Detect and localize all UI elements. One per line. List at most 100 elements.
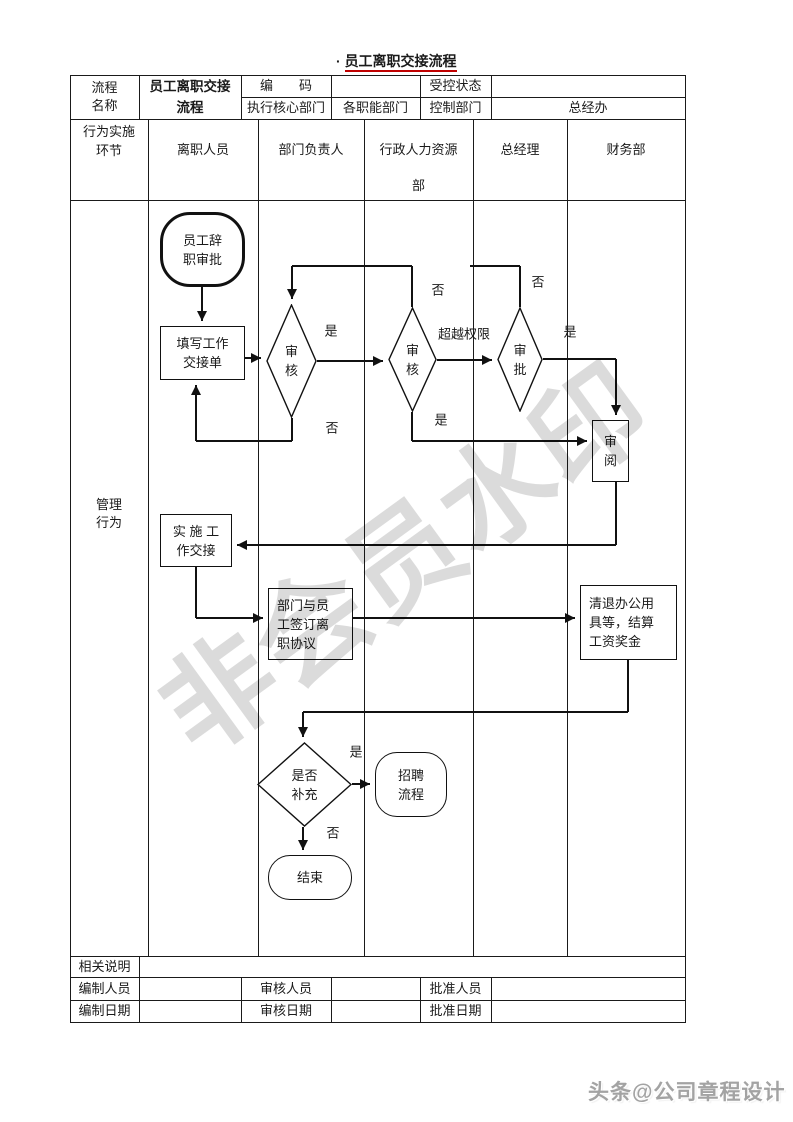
flow-edge-segment xyxy=(292,265,412,267)
flow-node-agreement: 部门与员 工签订离 职协议 xyxy=(268,588,353,660)
grid-line xyxy=(70,976,686,978)
flow-node-recruit: 招聘 流程 xyxy=(375,752,447,817)
edge-label-no2: 否 xyxy=(431,282,445,298)
cell-prepared-date-label: 编制日期 xyxy=(78,1003,131,1018)
cell-process-name-label: 流程 名称 xyxy=(91,80,118,113)
grid-line xyxy=(70,1021,686,1023)
flow-edge-segment xyxy=(411,412,413,441)
flow-edge-segment xyxy=(412,440,587,442)
grid-line xyxy=(419,977,421,1023)
grid-line xyxy=(70,74,686,76)
cell-approved-by-value xyxy=(491,977,685,1000)
flow-edge-arrowhead xyxy=(191,385,201,395)
flow-edge-segment xyxy=(302,712,304,737)
flow-edge-segment xyxy=(196,617,263,619)
cell-notes-label: 相关说明 xyxy=(78,958,131,974)
flow-edge-arrowhead xyxy=(611,405,621,415)
cell-prepared-by-label: 编制人员 xyxy=(78,980,131,996)
edge-label-yes1: 是 xyxy=(324,323,338,339)
cell-code-value xyxy=(331,75,420,97)
edge-label-no1: 否 xyxy=(325,420,339,436)
flow-node-start: 员工辞 职审批 xyxy=(160,212,245,287)
grid-line xyxy=(147,119,149,957)
lane-header-dept-manager: 部门负责人 xyxy=(278,142,344,157)
grid-line xyxy=(240,75,242,120)
cell-control-dept-value: 总经办 xyxy=(568,100,608,115)
cell-reviewed-date-label: 审核日期 xyxy=(259,1003,312,1018)
cell-reviewed-by-value xyxy=(331,977,420,1000)
grid-line xyxy=(490,977,492,1023)
grid-line xyxy=(566,119,568,957)
grid-line xyxy=(70,999,686,1001)
flow-edge-segment xyxy=(237,544,616,546)
title-text: 员工离职交接流程 xyxy=(344,53,457,72)
flow-node-review: 审 阅 xyxy=(592,420,629,482)
flow-edge-arrowhead xyxy=(237,540,247,550)
flow-edge-segment xyxy=(411,266,413,307)
lane-header-resigning-employee: 离职人员 xyxy=(176,142,229,157)
cell-prepared-by-value xyxy=(139,977,241,1000)
flow-edge-segment xyxy=(470,265,520,267)
flow-edge-arrowhead xyxy=(251,353,261,363)
grid-line xyxy=(241,96,686,98)
flow-edge-segment xyxy=(519,266,521,307)
flow-edge-segment xyxy=(627,660,629,712)
flow-node-label: 审 核 xyxy=(284,344,298,378)
flow-edge-segment xyxy=(543,358,616,360)
cell-action-stage-label: 行为实施 环节 xyxy=(82,124,135,158)
flow-edge-arrowhead xyxy=(287,289,297,299)
grid-line xyxy=(419,75,421,120)
flow-edge-segment xyxy=(195,567,197,618)
cell-reviewed-by-label: 审核人员 xyxy=(259,980,312,996)
cell-prepared-date-value xyxy=(139,1000,241,1022)
cell-management-action-label: 管理 行为 xyxy=(95,497,122,530)
flow-node-label: 审 核 xyxy=(405,342,419,377)
title-bullet: · xyxy=(336,53,345,69)
grid-line xyxy=(490,75,492,120)
grid-line xyxy=(70,955,686,957)
grid-line xyxy=(330,977,332,1023)
lane-header-general-manager: 总经理 xyxy=(500,142,540,157)
grid-line xyxy=(330,75,332,120)
lane-header-finance-dept: 财务部 xyxy=(606,142,646,157)
flow-edge-arrowhead xyxy=(482,355,492,365)
flow-edge-segment xyxy=(201,287,203,321)
cell-approved-date-label: 批准日期 xyxy=(429,1003,482,1018)
flow-node-label: 审 批 xyxy=(513,342,527,377)
grid-line xyxy=(472,119,474,957)
flow-edge-segment xyxy=(437,359,492,361)
flow-node-end: 结束 xyxy=(268,855,352,900)
flow-edge-segment xyxy=(291,418,293,441)
cell-approved-date-value xyxy=(491,1000,685,1022)
flow-edge-arrowhead xyxy=(197,311,207,321)
grid-line xyxy=(69,75,71,1023)
grid-line xyxy=(363,119,365,957)
flow-edge-segment xyxy=(291,266,293,299)
edge-label-no3: 否 xyxy=(531,274,545,290)
edge-label-no4: 否 xyxy=(326,825,340,841)
cell-controlled-state-label: 受控状态 xyxy=(429,78,482,93)
lane-header-hr-dept: 行政人力资源 部 xyxy=(379,142,458,193)
flow-edge-segment xyxy=(195,385,197,441)
cell-notes-value xyxy=(139,956,685,977)
flow-edge-segment xyxy=(303,711,628,713)
page-title: · 员工离职交接流程 xyxy=(336,51,457,72)
flow-node-d4: 是否 补充 xyxy=(257,742,352,827)
cell-exec-core-dept-value: 各职能部门 xyxy=(342,100,408,115)
footer-watermark: 头条@公司章程设计 xyxy=(588,1081,786,1104)
grid-line xyxy=(138,956,140,1023)
cell-code-label: 编 码 xyxy=(259,78,312,93)
flow-edge-segment xyxy=(302,827,304,850)
flow-edge-arrowhead xyxy=(298,840,308,850)
edge-label-yes4: 是 xyxy=(349,744,363,760)
cell-control-dept-label: 控制部门 xyxy=(429,100,482,115)
flow-edge-segment xyxy=(615,482,617,545)
flow-edge-segment xyxy=(317,360,383,362)
grid-line xyxy=(138,75,140,120)
flow-edge-segment xyxy=(615,359,617,415)
cell-process-name-value: 员工离职交接 流程 xyxy=(149,79,231,115)
edge-label-yes2: 是 xyxy=(434,412,448,428)
flow-edge-arrowhead xyxy=(360,779,370,789)
flow-node-label: 是否 补充 xyxy=(291,767,318,802)
